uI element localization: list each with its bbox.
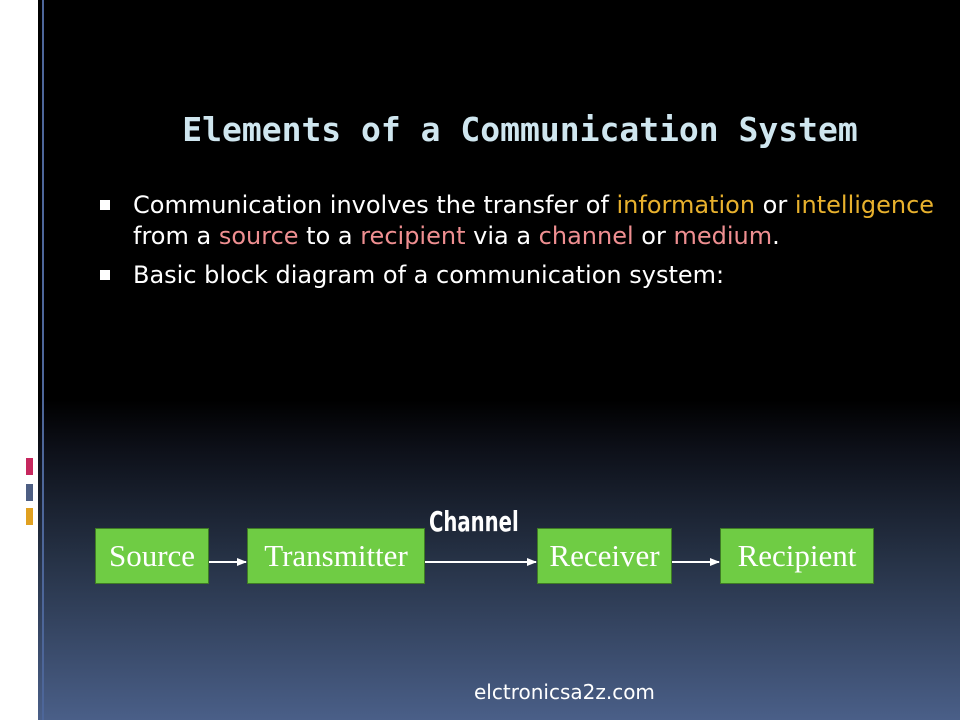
bullet-text: Communication involves the transfer of i… (133, 191, 935, 250)
slide-title: Elements of a Communication System (182, 110, 858, 149)
block-transmitter: Transmitter (247, 528, 425, 584)
block-recipient: Recipient (720, 528, 874, 584)
channel-label: Channel (429, 505, 519, 538)
bullet-text: Basic block diagram of a communication s… (133, 261, 725, 289)
bullet-item: Communication involves the transfer of i… (100, 190, 940, 252)
square-bullet-icon (100, 200, 110, 210)
square-bullet-icon (100, 270, 110, 280)
decorative-vertical-line (42, 0, 44, 720)
bullet-list: Communication involves the transfer of i… (100, 190, 940, 299)
block-source: Source (95, 528, 209, 584)
block-receiver: Receiver (537, 528, 672, 584)
decor-mark-blue (26, 484, 33, 501)
watermark-text: elctronicsa2z.com (474, 680, 655, 704)
left-white-bar (0, 0, 38, 720)
decor-mark-red (26, 458, 33, 475)
bullet-item: Basic block diagram of a communication s… (100, 260, 940, 291)
decor-mark-yellow (26, 508, 33, 525)
